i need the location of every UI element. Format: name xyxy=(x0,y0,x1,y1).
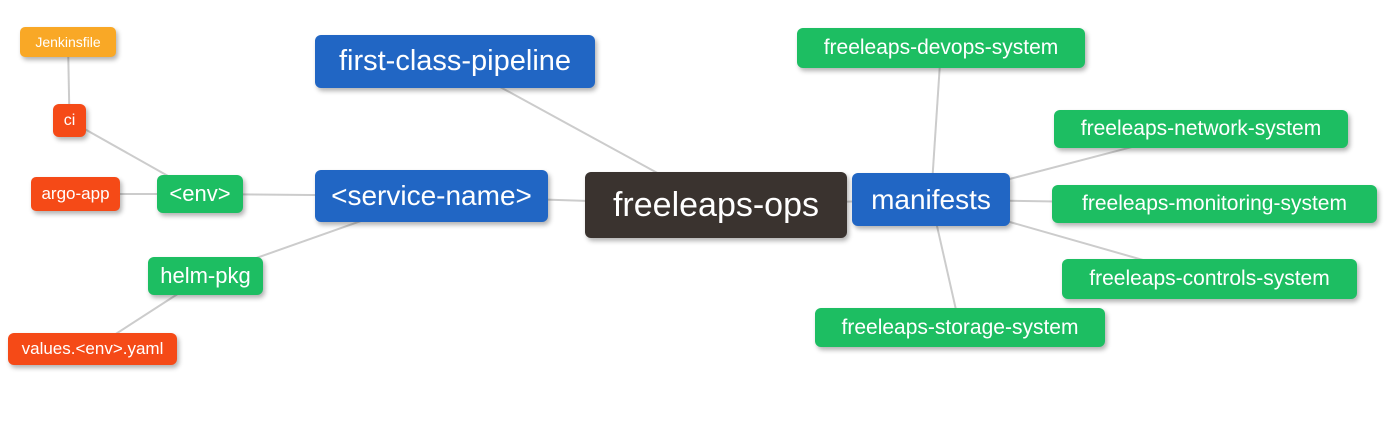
node-freeleaps-devops-system[interactable]: freeleaps-devops-system xyxy=(797,28,1085,68)
node-service-name[interactable]: <service-name> xyxy=(315,170,548,222)
node-freeleaps-storage-system[interactable]: freeleaps-storage-system xyxy=(815,308,1105,347)
node-argo-app[interactable]: argo-app xyxy=(31,177,120,211)
node-freeleaps-controls-system[interactable]: freeleaps-controls-system xyxy=(1062,259,1357,299)
node-values-env-yaml[interactable]: values.<env>.yaml xyxy=(8,333,177,365)
node-ci[interactable]: ci xyxy=(53,104,86,137)
node-env[interactable]: <env> xyxy=(157,175,243,213)
node-freeleaps-monitoring-system[interactable]: freeleaps-monitoring-system xyxy=(1052,185,1377,223)
node-freeleaps-network-system[interactable]: freeleaps-network-system xyxy=(1054,110,1348,148)
node-first-class-pipeline[interactable]: first-class-pipeline xyxy=(315,35,595,88)
node-helm-pkg[interactable]: helm-pkg xyxy=(148,257,263,295)
node-jenkinsfile[interactable]: Jenkinsfile xyxy=(20,27,116,57)
node-manifests[interactable]: manifests xyxy=(852,173,1010,226)
node-freeleaps-ops-root[interactable]: freeleaps-ops xyxy=(585,172,847,238)
